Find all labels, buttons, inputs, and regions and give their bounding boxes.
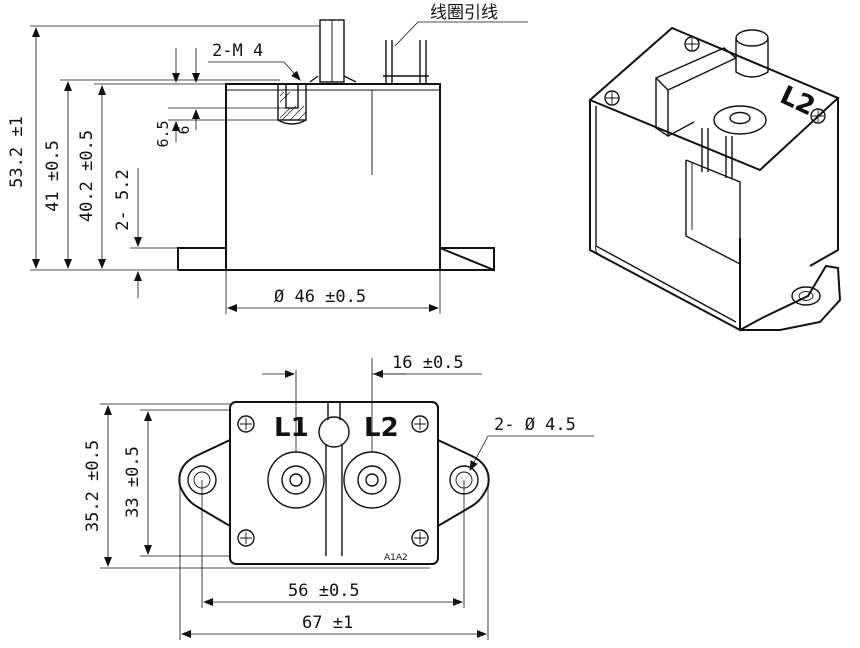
hole-spacing-dim: 56 ±0.5 <box>288 581 360 601</box>
thread-section <box>277 83 307 125</box>
overall-height-dim: 53.2 ±1 <box>7 116 27 188</box>
body-depth-dim: 33 ±0.5 <box>123 446 143 518</box>
thread-spec-dim: 2-M 4 <box>212 41 263 61</box>
isometric-view: L2 <box>588 26 842 332</box>
bottom-view: L1 L2 A1A2 16 ±0.5 2- Ø 4.5 <box>83 353 594 640</box>
terminal-l1-label: L1 <box>274 413 309 443</box>
mount-hole-dim: 2- Ø 4.5 <box>494 415 576 435</box>
terminal-l2-label: L2 <box>364 413 399 443</box>
bottom-screw-icons <box>237 415 429 547</box>
body-height-dim: 41 ±0.5 <box>43 140 63 212</box>
terminal-studs <box>267 451 401 509</box>
front-view: 线圈引线 53.2 ±1 41 ±0.5 40.2 ±0.5 2- 5.2 6.… <box>7 3 528 314</box>
body-diameter-dim: Ø 46 ±0.5 <box>274 287 366 307</box>
base-depth-dim: 35.2 ±0.5 <box>83 440 103 532</box>
top-height-dim: 40.2 ±0.5 <box>77 130 97 222</box>
terminal-spacing-dim: 16 ±0.5 <box>392 353 464 373</box>
overall-width-dim: 67 ±1 <box>302 613 353 633</box>
coil-lead-label: 线圈引线 <box>430 3 498 23</box>
coil-marking: A1A2 <box>384 553 408 563</box>
iso-screw-icons <box>604 36 826 124</box>
thread-depth-inner-dim: 6 <box>175 125 193 134</box>
thread-depth-outer-dim: 6.5 <box>154 120 172 147</box>
flange-thickness-dim: 2- 5.2 <box>113 169 133 230</box>
